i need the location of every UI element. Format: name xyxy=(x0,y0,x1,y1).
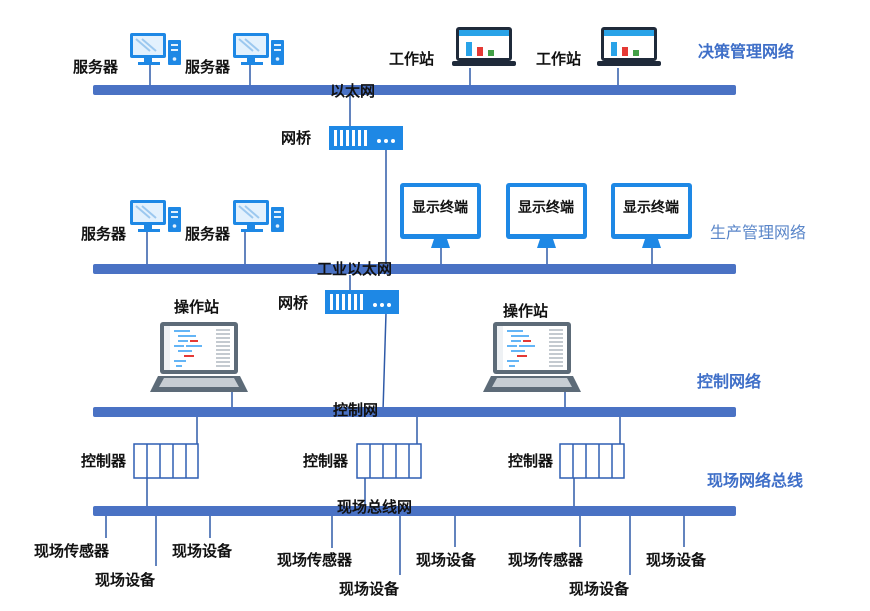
control-net-bus xyxy=(93,407,736,417)
network-title-decision: 决策管理网络 xyxy=(698,42,795,61)
display-terminal-icon xyxy=(506,183,587,248)
workstation-label: 工作站 xyxy=(536,50,582,68)
field-device-label: 现场设备 xyxy=(646,551,707,569)
server-icon xyxy=(130,200,181,232)
controller-label: 控制器 xyxy=(508,452,554,470)
controller-icon xyxy=(559,443,625,479)
operator-station-label: 操作站 xyxy=(503,302,549,320)
field-sensor-label: 现场传感器 xyxy=(34,542,110,560)
bus-label-control-net: 控制网 xyxy=(333,401,379,419)
server-icon xyxy=(233,33,284,65)
bridge-icon xyxy=(329,126,403,150)
display-terminal-label: 显示终端 xyxy=(412,200,468,216)
buses xyxy=(93,85,736,516)
bridge-icon xyxy=(325,290,399,314)
server-icon xyxy=(130,33,181,65)
controller-icon xyxy=(133,443,199,479)
laptop-icon xyxy=(597,27,661,66)
network-title-control: 控制网络 xyxy=(697,372,762,391)
field-device-label: 现场设备 xyxy=(95,571,156,589)
server-label: 服务器 xyxy=(81,225,127,243)
server-label: 服务器 xyxy=(185,225,231,243)
server-icon xyxy=(233,200,284,232)
field-sensor-label: 现场传感器 xyxy=(508,551,584,569)
field-device-label: 现场设备 xyxy=(339,580,400,598)
industrial-ethernet-bus xyxy=(93,264,736,274)
network-title-production: 生产管理网络 xyxy=(710,223,807,242)
server-label: 服务器 xyxy=(73,58,119,76)
laptop-icon xyxy=(452,27,516,66)
bus-label-fieldbus-net: 现场总线网 xyxy=(337,498,413,516)
bridge-label: 网桥 xyxy=(281,129,312,147)
field-device-label: 现场设备 xyxy=(416,551,477,569)
ethernet-bus xyxy=(93,85,736,95)
field-device-label: 现场设备 xyxy=(172,542,233,560)
display-terminal-label: 显示终端 xyxy=(518,200,574,216)
controller-label: 控制器 xyxy=(81,452,127,470)
field-sensor-label: 现场传感器 xyxy=(277,551,353,569)
server-label: 服务器 xyxy=(185,58,231,76)
operator-laptop-icon xyxy=(150,322,248,392)
bridge-label: 网桥 xyxy=(278,294,309,312)
network-title-fieldbus: 现场网络总线 xyxy=(707,471,804,490)
workstation-label: 工作站 xyxy=(389,50,435,68)
controller-icon xyxy=(356,443,422,479)
field-device-label: 现场设备 xyxy=(569,580,630,598)
operator-station-label: 操作站 xyxy=(174,298,220,316)
display-terminal-icon xyxy=(400,183,481,248)
fieldbus-bus xyxy=(93,506,736,516)
display-terminal-label: 显示终端 xyxy=(623,200,679,216)
controller-label: 控制器 xyxy=(303,452,349,470)
bus-label-industrial-ethernet: 工业以太网 xyxy=(317,260,393,278)
bus-label-ethernet: 以太网 xyxy=(330,82,376,100)
operator-laptop-icon xyxy=(483,322,581,392)
display-terminal-icon xyxy=(611,183,692,248)
